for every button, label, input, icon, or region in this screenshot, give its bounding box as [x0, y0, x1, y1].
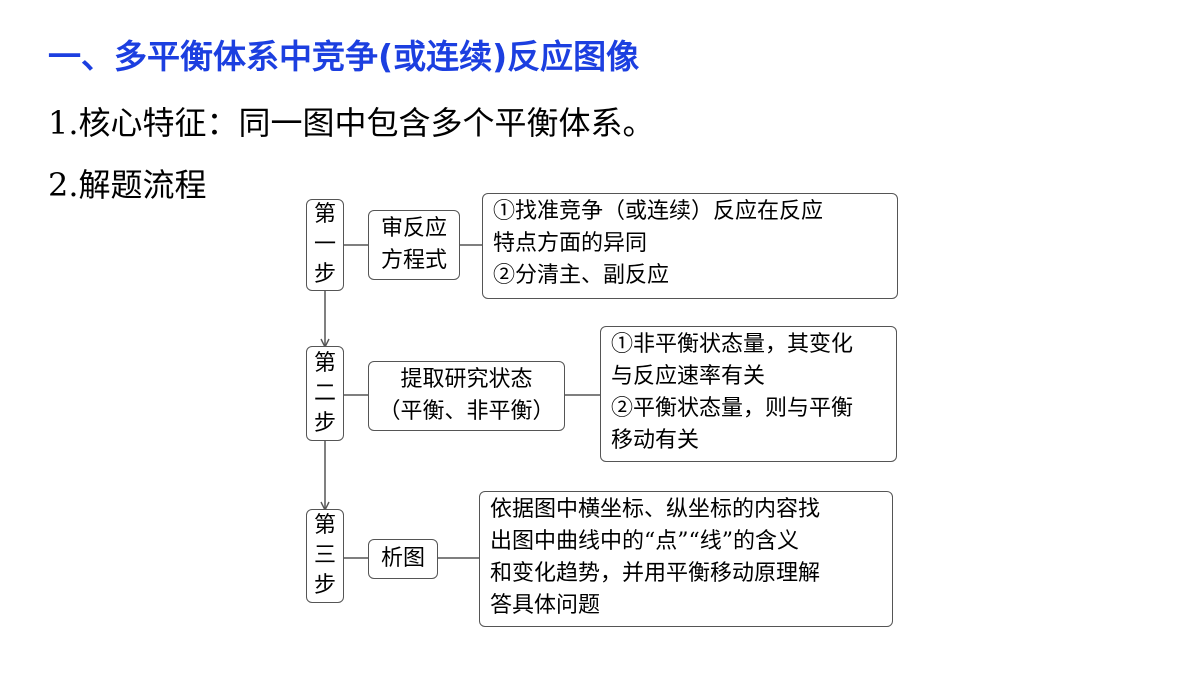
action-line: （平衡、非平衡） [378, 399, 555, 424]
core-feature-text: 1.核心特征：同一图中包含多个平衡体系。 [48, 104, 655, 142]
description-line: 特点方面的异同 [493, 231, 648, 256]
description-line: ②分清主、副反应 [493, 263, 670, 288]
step-2-box: 第 二 步 [306, 346, 344, 441]
step-char: 三 [313, 543, 336, 568]
step-2-action-box: 提取研究状态 （平衡、非平衡） [368, 361, 565, 431]
step-1-box: 第 一 步 [306, 199, 344, 291]
description-line: 移动有关 [611, 428, 700, 453]
action-line: 提取研究状态 [400, 367, 533, 392]
step-char: 步 [313, 262, 336, 287]
description-line: 出图中曲线中的“点”“线”的含义 [490, 529, 799, 554]
step-3-action-box: 析图 [368, 539, 438, 579]
step-char: 步 [313, 573, 336, 598]
action-line: 方程式 [380, 248, 447, 273]
description-line: 依据图中横坐标、纵坐标的内容找 [490, 497, 821, 522]
page-title: 一、多平衡体系中竞争(或连续)反应图像 [48, 37, 640, 76]
process-heading: 2.解题流程 [48, 166, 207, 204]
step-char: 二 [313, 380, 336, 406]
action-line: 析图 [380, 546, 425, 571]
step-char: 一 [313, 232, 336, 257]
description-line: ①非平衡状态量，其变化 [611, 332, 854, 357]
step-1-description-box: ①找准竞争（或连续）反应在反应 特点方面的异同 ②分清主、副反应 [482, 193, 898, 299]
step-char: 第 [313, 202, 336, 227]
step-3-description-box: 依据图中横坐标、纵坐标的内容找 出图中曲线中的“点”“线”的含义 和变化趋势，并… [479, 491, 893, 627]
step-char: 第 [313, 513, 336, 538]
description-line: ②平衡状态量，则与平衡 [611, 396, 854, 421]
step-3-box: 第 三 步 [306, 509, 344, 603]
step-char: 第 [313, 350, 336, 376]
action-line: 审反应 [380, 216, 447, 241]
description-line: 与反应速率有关 [611, 364, 766, 389]
step-2-description-box: ①非平衡状态量，其变化 与反应速率有关 ②平衡状态量，则与平衡 移动有关 [600, 326, 897, 462]
step-1-action-box: 审反应 方程式 [368, 210, 460, 280]
description-line: 答具体问题 [490, 593, 601, 618]
step-char: 步 [313, 410, 336, 436]
description-line: 和变化趋势，并用平衡移动原理解 [490, 561, 821, 586]
description-line: ①找准竞争（或连续）反应在反应 [493, 199, 824, 224]
